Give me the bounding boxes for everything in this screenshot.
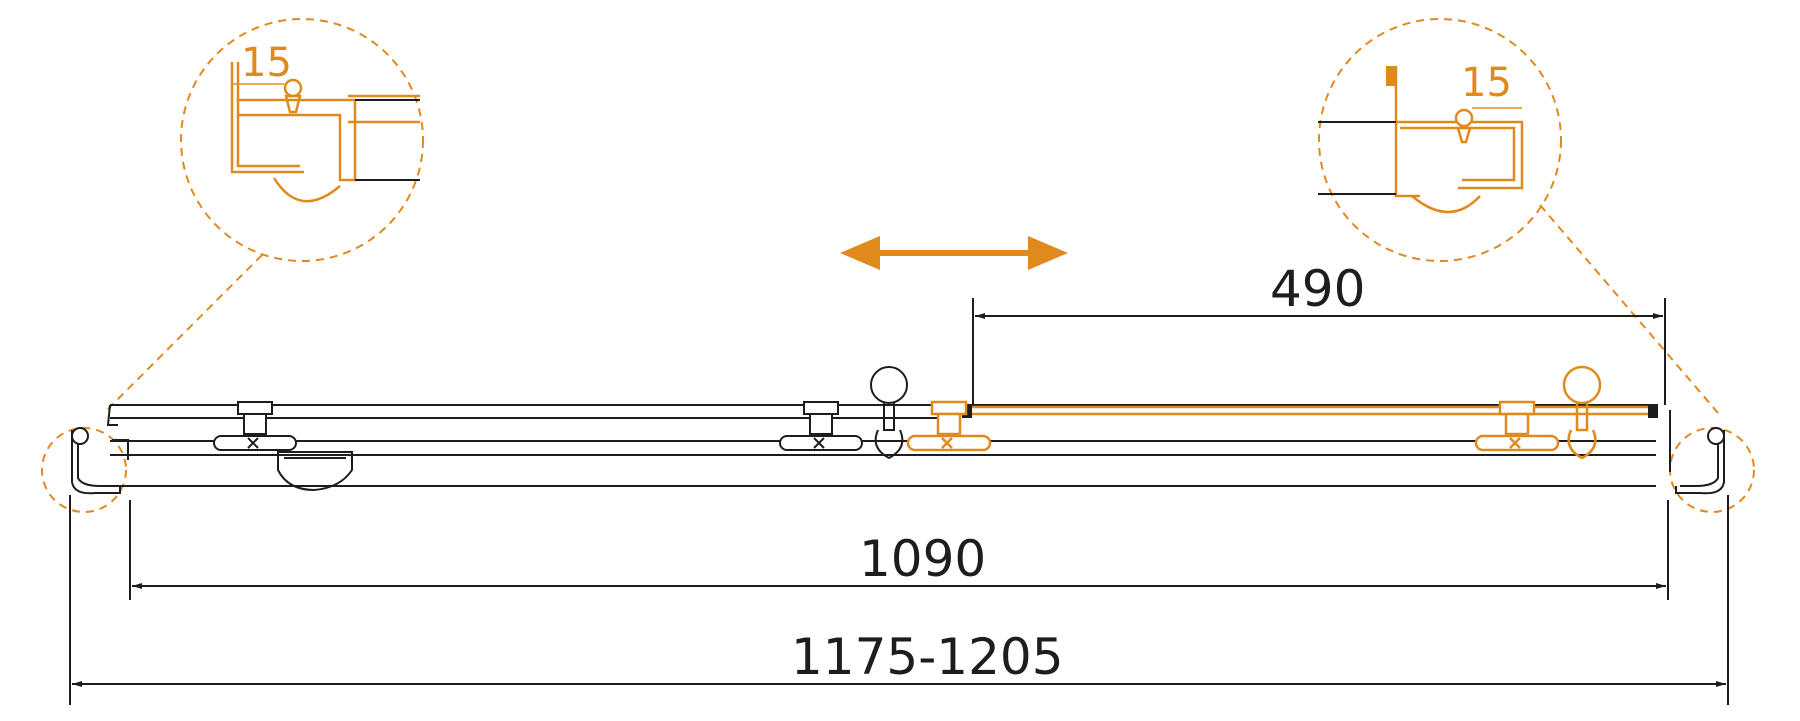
left-leader-line — [104, 254, 263, 413]
roller-right-2 — [1474, 400, 1560, 452]
dimension-overall-label: 1175-1205 — [791, 628, 1064, 686]
roller-right-1 — [906, 400, 992, 452]
right-detail-circle — [1318, 18, 1562, 262]
right-detail-callout: 15 — [1318, 18, 1755, 513]
left-profile-section — [230, 62, 420, 203]
sliding-glass-panel — [962, 404, 1658, 418]
round-knob-icon — [870, 366, 908, 460]
dimension-opening: 490 — [972, 260, 1666, 405]
dimension-inner-label: 1090 — [859, 530, 986, 588]
right-detail-dimension: 15 — [1461, 60, 1512, 106]
handle-bracket — [277, 451, 353, 492]
frame-rails — [106, 404, 1656, 487]
dimension-overall: 1175-1205 — [69, 495, 1729, 705]
right-leader-line — [1539, 204, 1719, 414]
left-detail-circle — [180, 18, 424, 262]
right-profile-section — [1318, 66, 1524, 214]
left-detail-callout: 15 — [41, 18, 424, 513]
round-knob-orange — [1562, 365, 1602, 460]
left-detail-dimension: 15 — [241, 40, 292, 86]
roller-left-1 — [213, 401, 297, 451]
left-wall-profile — [71, 427, 129, 495]
dimension-opening-label: 490 — [1270, 260, 1365, 318]
dimension-inner: 1090 — [129, 500, 1669, 600]
roller-left-2 — [779, 401, 863, 451]
right-wall-profile — [1669, 410, 1725, 495]
double-arrow-icon — [840, 236, 1068, 270]
